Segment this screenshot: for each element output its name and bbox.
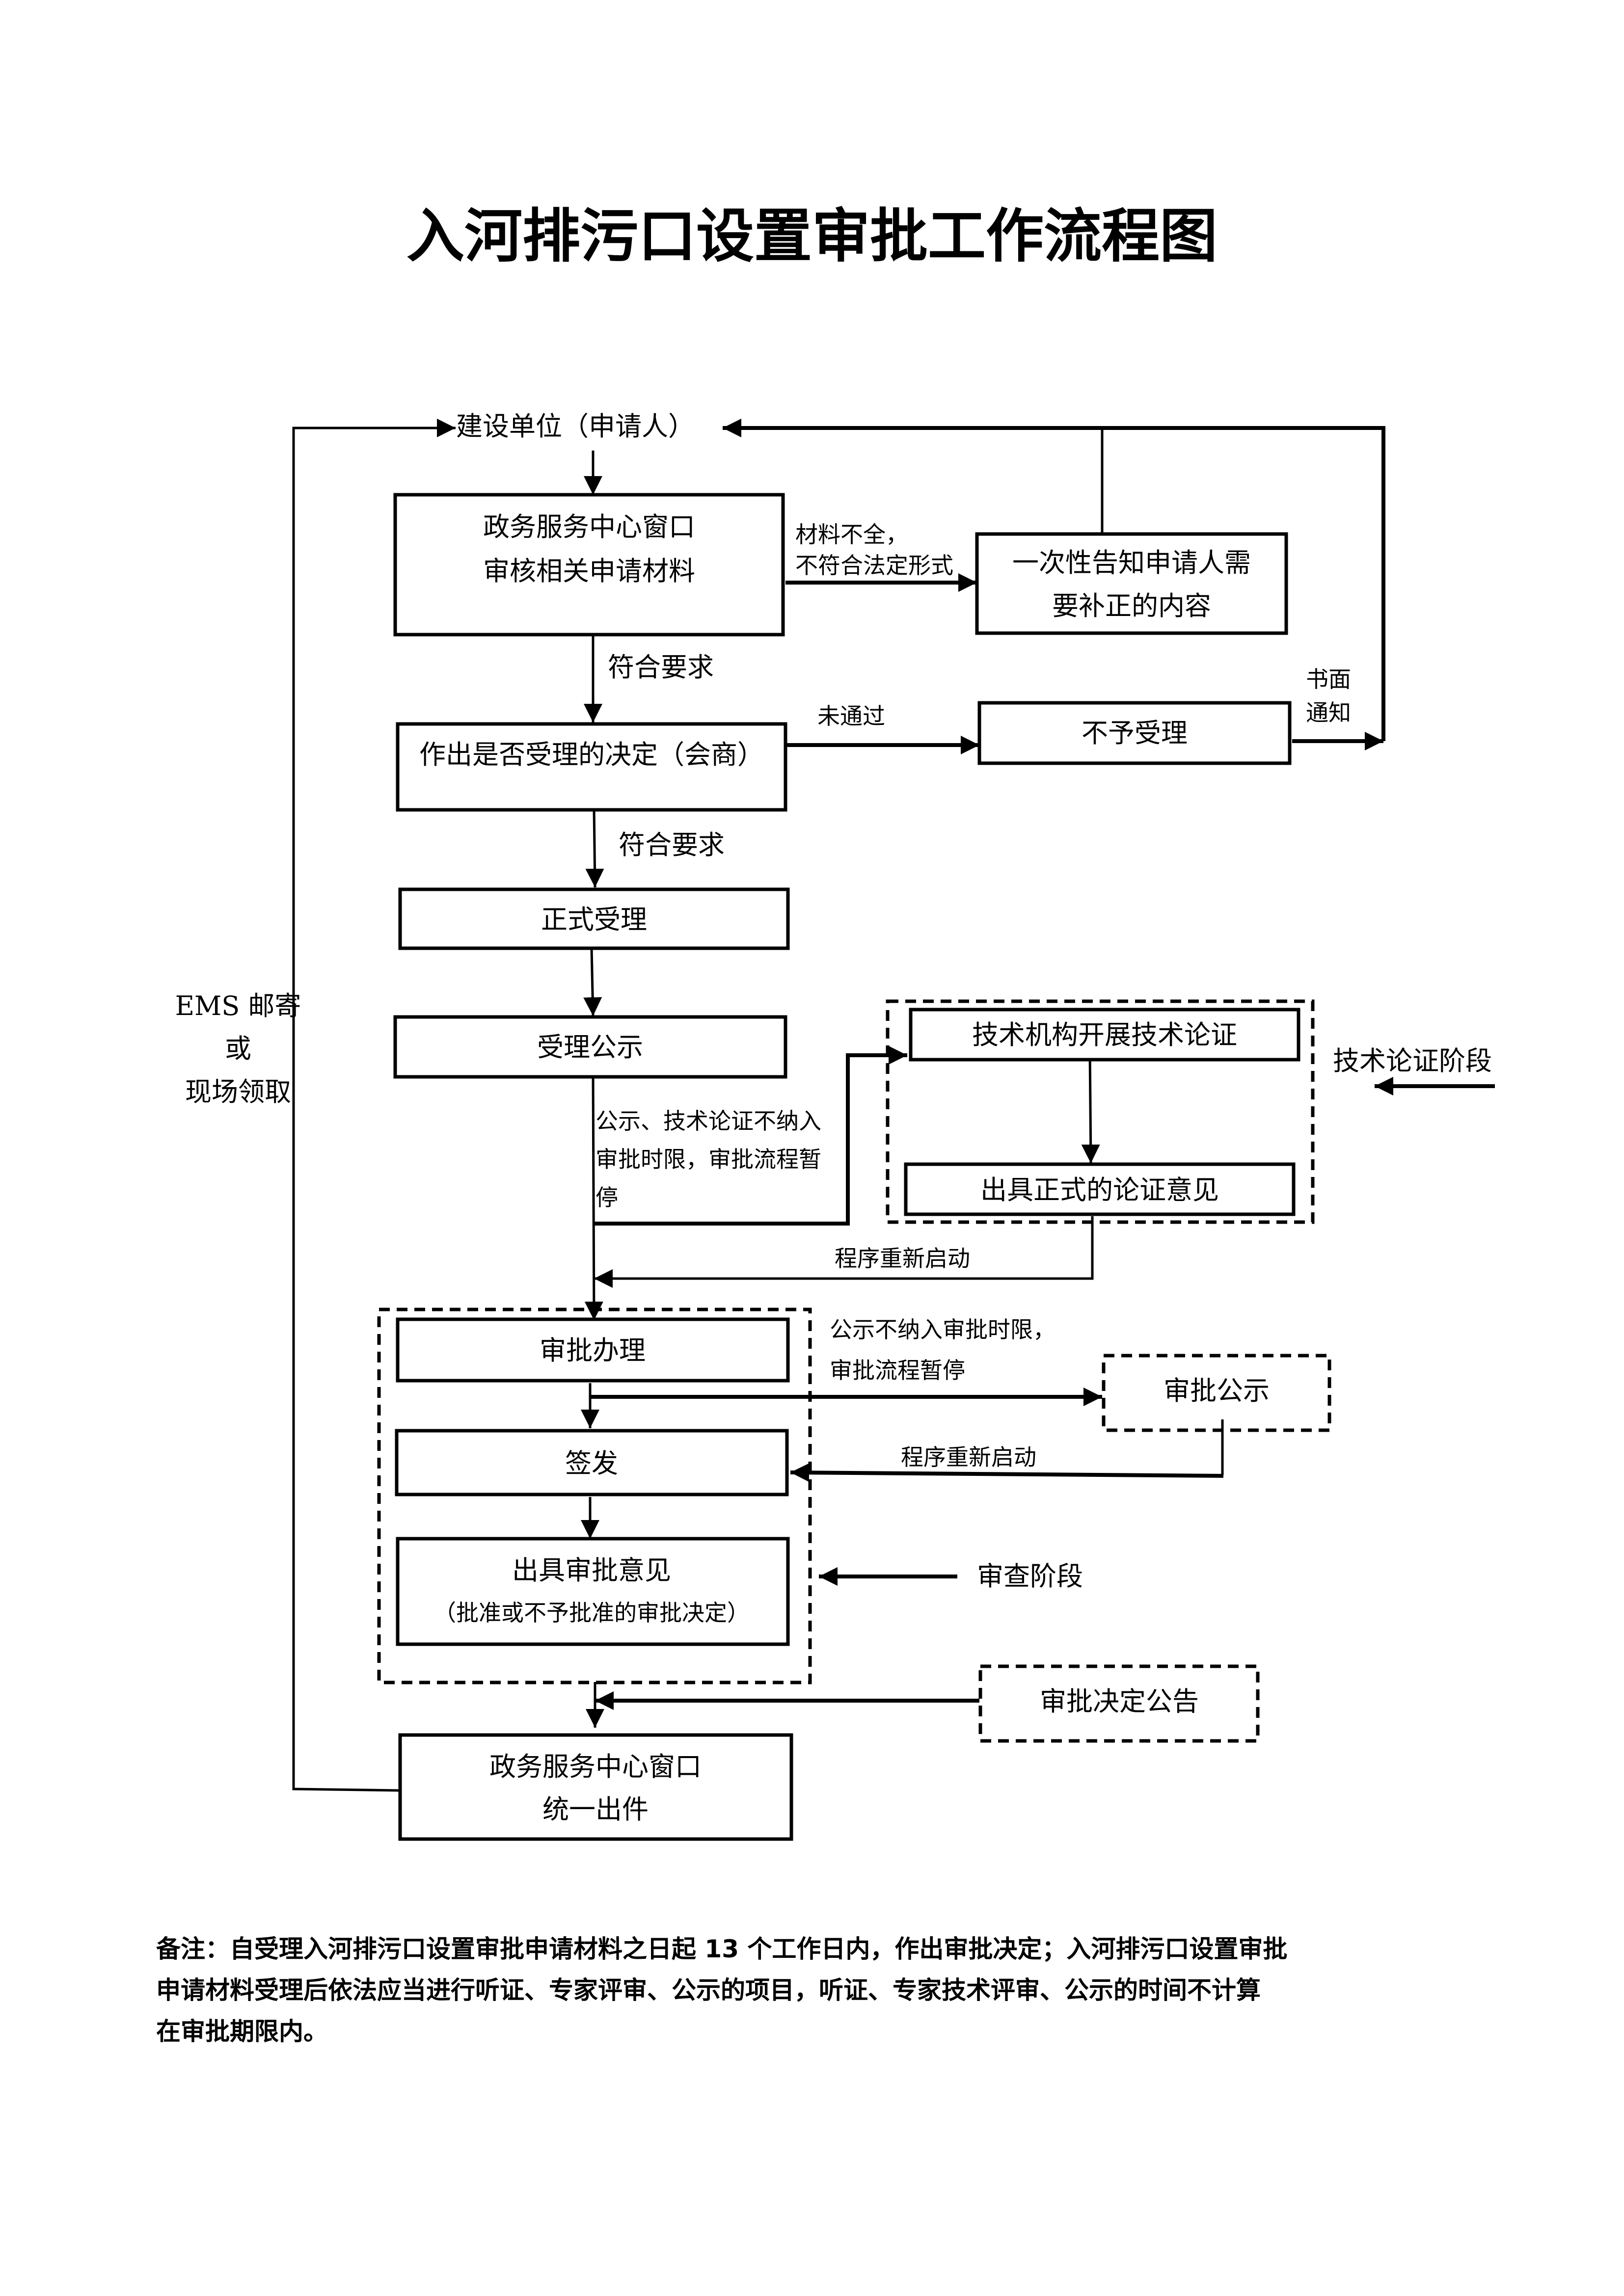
svg-text:作出是否受理的决定（会商）: 作出是否受理的决定（会商） (419, 739, 764, 770)
connectors (292, 419, 1495, 1792)
svg-text:正式受理: 正式受理 (541, 904, 647, 935)
suspend-publicity-label-1: 公示不纳入审批时限， (830, 1316, 1056, 1343)
formal-to-publicity-arrow (583, 948, 602, 1016)
svg-text:一次性告知申请人需: 一次性告知申请人需 (1012, 547, 1251, 578)
decision-announcement-node: 审批决定公告 (978, 1664, 1260, 1743)
applicant-node: 建设单位（申请人） (456, 411, 695, 442)
review-stage-frame (377, 1308, 812, 1684)
svg-text:审批公示: 审批公示 (1164, 1375, 1270, 1406)
svg-text:不予受理: 不予受理 (1082, 718, 1188, 748)
return-to-applicant-arrow (292, 419, 456, 1792)
svg-text:审批决定公告: 审批决定公告 (1040, 1686, 1199, 1717)
svg-text:统一出件: 统一出件 (542, 1794, 649, 1825)
meets-req-label-2: 符合要求 (619, 829, 725, 860)
reject-node: 不予受理 (977, 701, 1292, 765)
tech-stage-label: 技术论证阶段 (1333, 1045, 1492, 1076)
tech-demo-to-opinion-arrow (1081, 1050, 1100, 1164)
restart-label-1: 程序重新启动 (835, 1245, 970, 1272)
window-review-node: 政务服务中心窗口 审核相关申请材料 (393, 493, 785, 637)
suspend-tech-label-1: 公示、技术论证不纳入 (595, 1108, 821, 1134)
sign-issue-node: 签发 (395, 1429, 789, 1496)
incomplete-label-2: 不符合法定形式 (795, 552, 953, 579)
tech-opinion-node: 出具正式的论证意见 (904, 1162, 1296, 1216)
svg-text:要补正的内容: 要补正的内容 (1052, 590, 1211, 621)
svg-text:签发: 签发 (565, 1448, 618, 1479)
acceptance-publicity-node: 受理公示 (393, 1015, 787, 1079)
svg-text:出具正式的论证意见: 出具正式的论证意见 (980, 1175, 1219, 1205)
approval-opinion-node: 出具审批意见 （批准或不予批准的审批决定） (396, 1537, 790, 1646)
approval-handling-node: 审批办理 (396, 1317, 790, 1383)
svg-text:（批准或不予批准的审批决定）: （批准或不予批准的审批决定） (433, 1600, 750, 1626)
written-notice-label-1: 书面 (1306, 666, 1351, 693)
restart-tech-arrow (594, 1216, 1094, 1288)
svg-text:技术机构开展技术论证: 技术机构开展技术论证 (972, 1019, 1237, 1050)
suspend-publicity-label-2: 审批流程暂停 (830, 1357, 965, 1384)
formal-acceptance-node: 正式受理 (398, 887, 790, 950)
meets-req-label-1: 符合要求 (608, 652, 714, 683)
restart-approval-arrow (790, 1463, 1224, 1482)
svg-text:出具审批意见: 出具审批意见 (512, 1555, 671, 1586)
top-return-arrow (723, 419, 1385, 741)
restart-label-2: 程序重新启动 (901, 1444, 1036, 1470)
delivery-label-3: 现场领取 (185, 1076, 291, 1107)
svg-text:受理公示: 受理公示 (537, 1032, 643, 1063)
publicity-to-approval-arrow (584, 1074, 603, 1321)
notify-supplement-node: 一次性告知申请人需 要补正的内容 (975, 532, 1288, 635)
not-passed-label: 未通过 (817, 703, 885, 729)
approval-publicity-node: 审批公示 (1102, 1354, 1331, 1432)
window-issue-node: 政务服务中心窗口 统一出件 (398, 1733, 793, 1841)
svg-text:政务服务中心窗口: 政务服务中心窗口 (483, 511, 695, 542)
note-line-1: 备注：自受理入河排污口设置审批申请材料之日起 13 个工作日内，作出审批决定；入… (156, 1935, 1287, 1963)
tech-demonstration-node: 技术机构开展技术论证 (909, 1008, 1300, 1062)
svg-text:审批办理: 审批办理 (540, 1335, 646, 1366)
svg-text:审核相关申请材料: 审核相关申请材料 (483, 556, 695, 587)
to-tech-demo-arrow (594, 1046, 907, 1226)
svg-text:政务服务中心窗口: 政务服务中心窗口 (489, 1751, 702, 1782)
suspend-tech-label-3: 停 (595, 1184, 618, 1211)
incomplete-label-1: 材料不全， (795, 521, 908, 548)
delivery-label-1: EMS 邮寄 (175, 990, 301, 1021)
note-line-3: 在审批期限内。 (156, 2017, 328, 2046)
written-notice-label-2: 通知 (1306, 699, 1351, 726)
review-stage-label: 审查阶段 (977, 1561, 1083, 1592)
tech-stage-frame (886, 999, 1315, 1224)
page-title: 入河排污口设置审批工作流程图 (406, 202, 1218, 270)
delivery-label-2: 或 (225, 1033, 251, 1064)
acceptance-decision-node: 作出是否受理的决定（会商） (396, 722, 787, 812)
suspend-tech-label-2: 审批时限，审批流程暂 (595, 1146, 821, 1173)
note-line-2: 申请材料受理后依法应当进行听证、专家评审、公示的项目，听证、专家技术评审、公示的… (156, 1976, 1261, 2004)
decision-to-formal-arrow (585, 808, 604, 888)
